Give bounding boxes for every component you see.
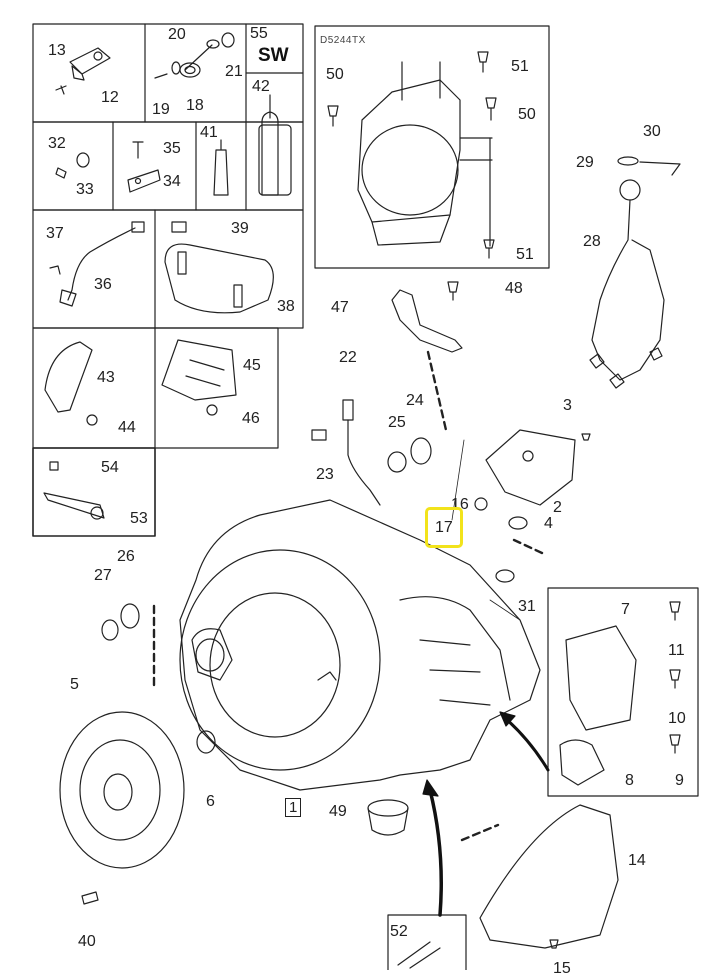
part-40-torque-converter [59,711,185,905]
callout-46: 46 [242,410,260,427]
part-34-bracket [127,141,161,193]
part-3-cover [485,429,591,506]
part-14-oil-pan [479,804,619,949]
callout-6: 6 [206,793,215,810]
callout-9: 9 [675,772,684,789]
callout-52: 52 [390,923,408,940]
callout-23: 23 [316,466,334,483]
callout-34: 34 [163,173,181,190]
part-49-filter [367,799,409,836]
callout-32: 32 [48,135,66,152]
callout-3: 3 [563,397,572,414]
callout-12: 12 [101,89,119,106]
callout-36: 36 [94,276,112,293]
callout-26: 26 [117,548,135,565]
callout-7: 7 [621,601,630,618]
part-41-tube [213,139,229,196]
callout-44: 44 [118,419,136,436]
callout-30: 30 [643,123,661,140]
callout-10: 10 [668,710,686,727]
callout-41: 41 [200,124,218,141]
callout-54: 54 [101,459,119,476]
callout-51-bottom: 51 [516,246,534,263]
callout-35: 35 [163,140,181,157]
callout-8: 8 [625,772,634,789]
callout-24: 24 [406,392,424,409]
callout-2: 2 [553,499,562,516]
part-42-bottle [258,94,292,196]
part-38-plate [164,221,274,314]
arrows [422,711,550,917]
callout-50-left: 50 [326,66,344,83]
part-52-box [387,914,467,971]
parts-grid [32,23,304,537]
callout-55: 55 [250,25,268,42]
callout-17-highlighted: 17 [435,519,453,536]
callout-47: 47 [331,299,349,316]
engine-code: D5244TX [320,35,366,46]
callout-33: 33 [76,181,94,198]
part-13-cover [55,47,111,95]
part-25-seal [387,437,432,473]
callout-20: 20 [168,26,186,43]
leader-lines-thin [451,439,521,621]
callout-50-right: 50 [518,106,536,123]
callout-22: 22 [339,349,357,366]
callout-39: 39 [231,220,249,237]
callout-51-top: 51 [511,58,529,75]
part-28-wiring-harness [589,156,681,389]
part-36-sensor [49,221,145,307]
callout-14: 14 [628,852,646,869]
leader-lines [152,350,544,842]
engine-box [314,25,550,269]
callout-28: 28 [583,233,601,250]
sw-code: SW [258,45,289,66]
callout-21: 21 [225,63,243,80]
callout-29: 29 [576,154,594,171]
callout-11: 11 [668,642,685,659]
callout-13: 13 [48,42,66,59]
part-23-dipstick-tube [311,399,381,506]
callout-18: 18 [186,97,204,114]
callout-42: 42 [252,78,270,95]
callout-15: 15 [553,960,571,977]
callout-5: 5 [70,676,79,693]
callout-4: 4 [544,515,553,532]
callout-1-boxed: 1 [285,798,302,817]
part-26-seal [101,603,216,754]
transmission-housing [179,499,541,791]
callout-48: 48 [505,280,523,297]
callout-43: 43 [97,369,115,386]
callout-45: 45 [243,357,261,374]
callout-49: 49 [329,803,347,820]
highlight-box [425,507,463,548]
valve-body-box [547,587,699,797]
callout-25: 25 [388,414,406,431]
callout-40: 40 [78,933,96,950]
callout-19: 19 [152,101,170,118]
part-53-bracket [43,461,105,520]
callout-27: 27 [94,567,112,584]
callout-37: 37 [46,225,64,242]
part-32-plug [55,152,90,179]
part-47-bracket [391,281,463,353]
part-18-shaft [154,32,235,79]
part-16-plug [474,497,528,583]
callout-31: 31 [518,598,536,615]
callout-53: 53 [130,510,148,527]
part-45-mount [161,339,237,416]
callout-38: 38 [277,298,295,315]
part-43-arm [44,341,98,426]
